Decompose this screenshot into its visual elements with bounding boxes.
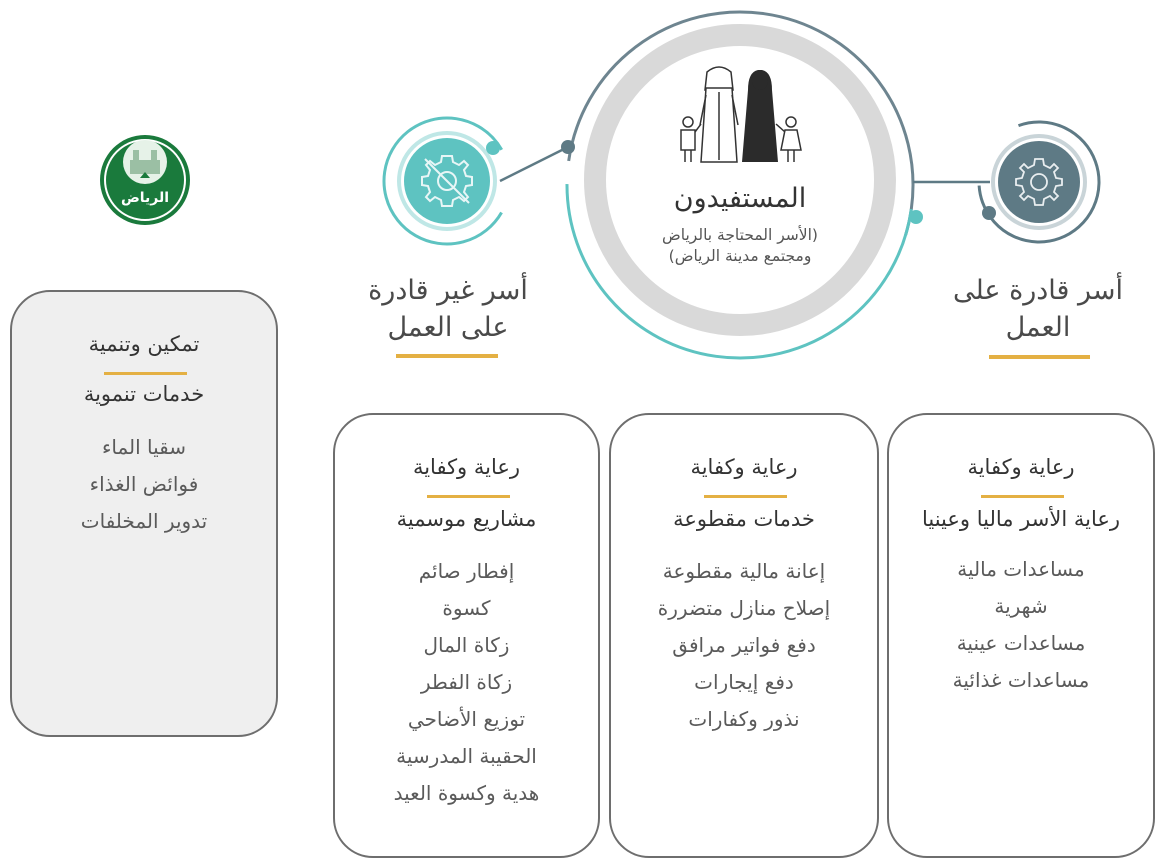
- card-one-time-services: رعاية وكفاية خدمات مقطوعة إعانة مالية مق…: [609, 413, 879, 858]
- beneficiaries-subtitle-line2: ومجتمع مدينة الرياض): [668, 247, 812, 265]
- beneficiaries-subtitle: (الأسر المحتاجة بالرياض ومجتمع مدينة الر…: [600, 225, 880, 267]
- card-title: خدمات مقطوعة: [673, 507, 815, 531]
- card-divider: [104, 372, 187, 375]
- card-title: رعاية الأسر ماليا وعينيا: [921, 507, 1121, 531]
- beneficiaries-subtitle-line1: (الأسر المحتاجة بالرياض: [662, 226, 818, 244]
- card-category: تمكين وتنمية: [88, 332, 200, 356]
- right-group-underline: [989, 355, 1090, 359]
- card-category: رعاية وكفاية: [412, 455, 521, 479]
- right-group-label-line2: العمل: [1005, 312, 1071, 343]
- left-group-label-line1: أسر غير قادرة: [368, 275, 528, 306]
- card-category: رعاية وكفاية: [690, 455, 798, 479]
- gear-icon: [1015, 158, 1063, 206]
- right-group-label-line1: أسر قادرة على: [952, 275, 1124, 306]
- card-items: سقيا الماء فوائض الغذاء تدوير المخلفات: [12, 429, 276, 540]
- card-items: إفطار صائم كسوة زكاة المال زكاة الفطر تو…: [335, 553, 598, 812]
- beneficiaries-title: المستفيدون: [673, 183, 807, 214]
- list-item: مساعدات عينية: [956, 631, 1086, 655]
- list-item: دفع إيجارات: [694, 670, 794, 694]
- list-item: تدوير المخلفات: [80, 509, 208, 533]
- card-title: خدمات تنموية: [83, 382, 205, 406]
- left-group-underline: [396, 354, 498, 358]
- left-group-label: أسر غير قادرة على العمل: [348, 272, 548, 346]
- card-divider: [427, 495, 510, 498]
- logo-text: الرياض: [120, 190, 170, 206]
- list-item: نذور وكفارات: [688, 707, 800, 731]
- list-item: شهرية: [994, 594, 1048, 618]
- list-item: مساعدات غذائية: [952, 668, 1090, 692]
- card-category: رعاية وكفاية: [967, 455, 1075, 479]
- list-item: زكاة الفطر: [420, 670, 513, 694]
- center-ring: [561, 10, 923, 360]
- card-items: إعانة مالية مقطوعة إصلاح منازل متضررة دف…: [611, 553, 877, 738]
- list-item: دفع فواتير مرافق: [672, 633, 816, 657]
- list-item: الحقيبة المدرسية: [396, 744, 537, 768]
- list-item: إعانة مالية مقطوعة: [662, 559, 826, 583]
- family-icon: [680, 66, 802, 163]
- list-item: هدية وكسوة العيد: [393, 781, 540, 805]
- list-item: كسوة: [442, 596, 491, 620]
- center-ring-node-right: [909, 210, 923, 224]
- card-items: مساعدات مالية شهرية مساعدات عينية مساعدا…: [889, 551, 1153, 699]
- card-seasonal-projects: رعاية وكفاية مشاريع موسمية إفطار صائم كس…: [333, 413, 600, 858]
- card-title: مشاريع موسمية: [396, 507, 537, 531]
- riyadh-logo: [100, 135, 190, 225]
- right-group-label: أسر قادرة على العمل: [938, 272, 1138, 346]
- gear-slash-icon: [421, 155, 473, 207]
- list-item: إصلاح منازل متضررة: [657, 596, 831, 620]
- card-family-care: رعاية وكفاية رعاية الأسر ماليا وعينيا مس…: [887, 413, 1155, 858]
- list-item: إفطار صائم: [418, 559, 515, 583]
- list-item: سقيا الماء: [101, 435, 187, 459]
- list-item: فوائض الغذاء: [89, 472, 199, 496]
- right-group-ring: [977, 120, 1101, 244]
- list-item: زكاة المال: [423, 633, 510, 657]
- left-group-label-line2: على العمل: [387, 312, 509, 343]
- card-divider: [981, 495, 1064, 498]
- list-item: مساعدات مالية: [957, 557, 1085, 581]
- card-development-services: تمكين وتنمية خدمات تنموية سقيا الماء فوا…: [10, 290, 278, 737]
- list-item: توزيع الأضاحي: [407, 707, 526, 731]
- card-divider: [704, 495, 787, 498]
- connector-left: [499, 145, 569, 183]
